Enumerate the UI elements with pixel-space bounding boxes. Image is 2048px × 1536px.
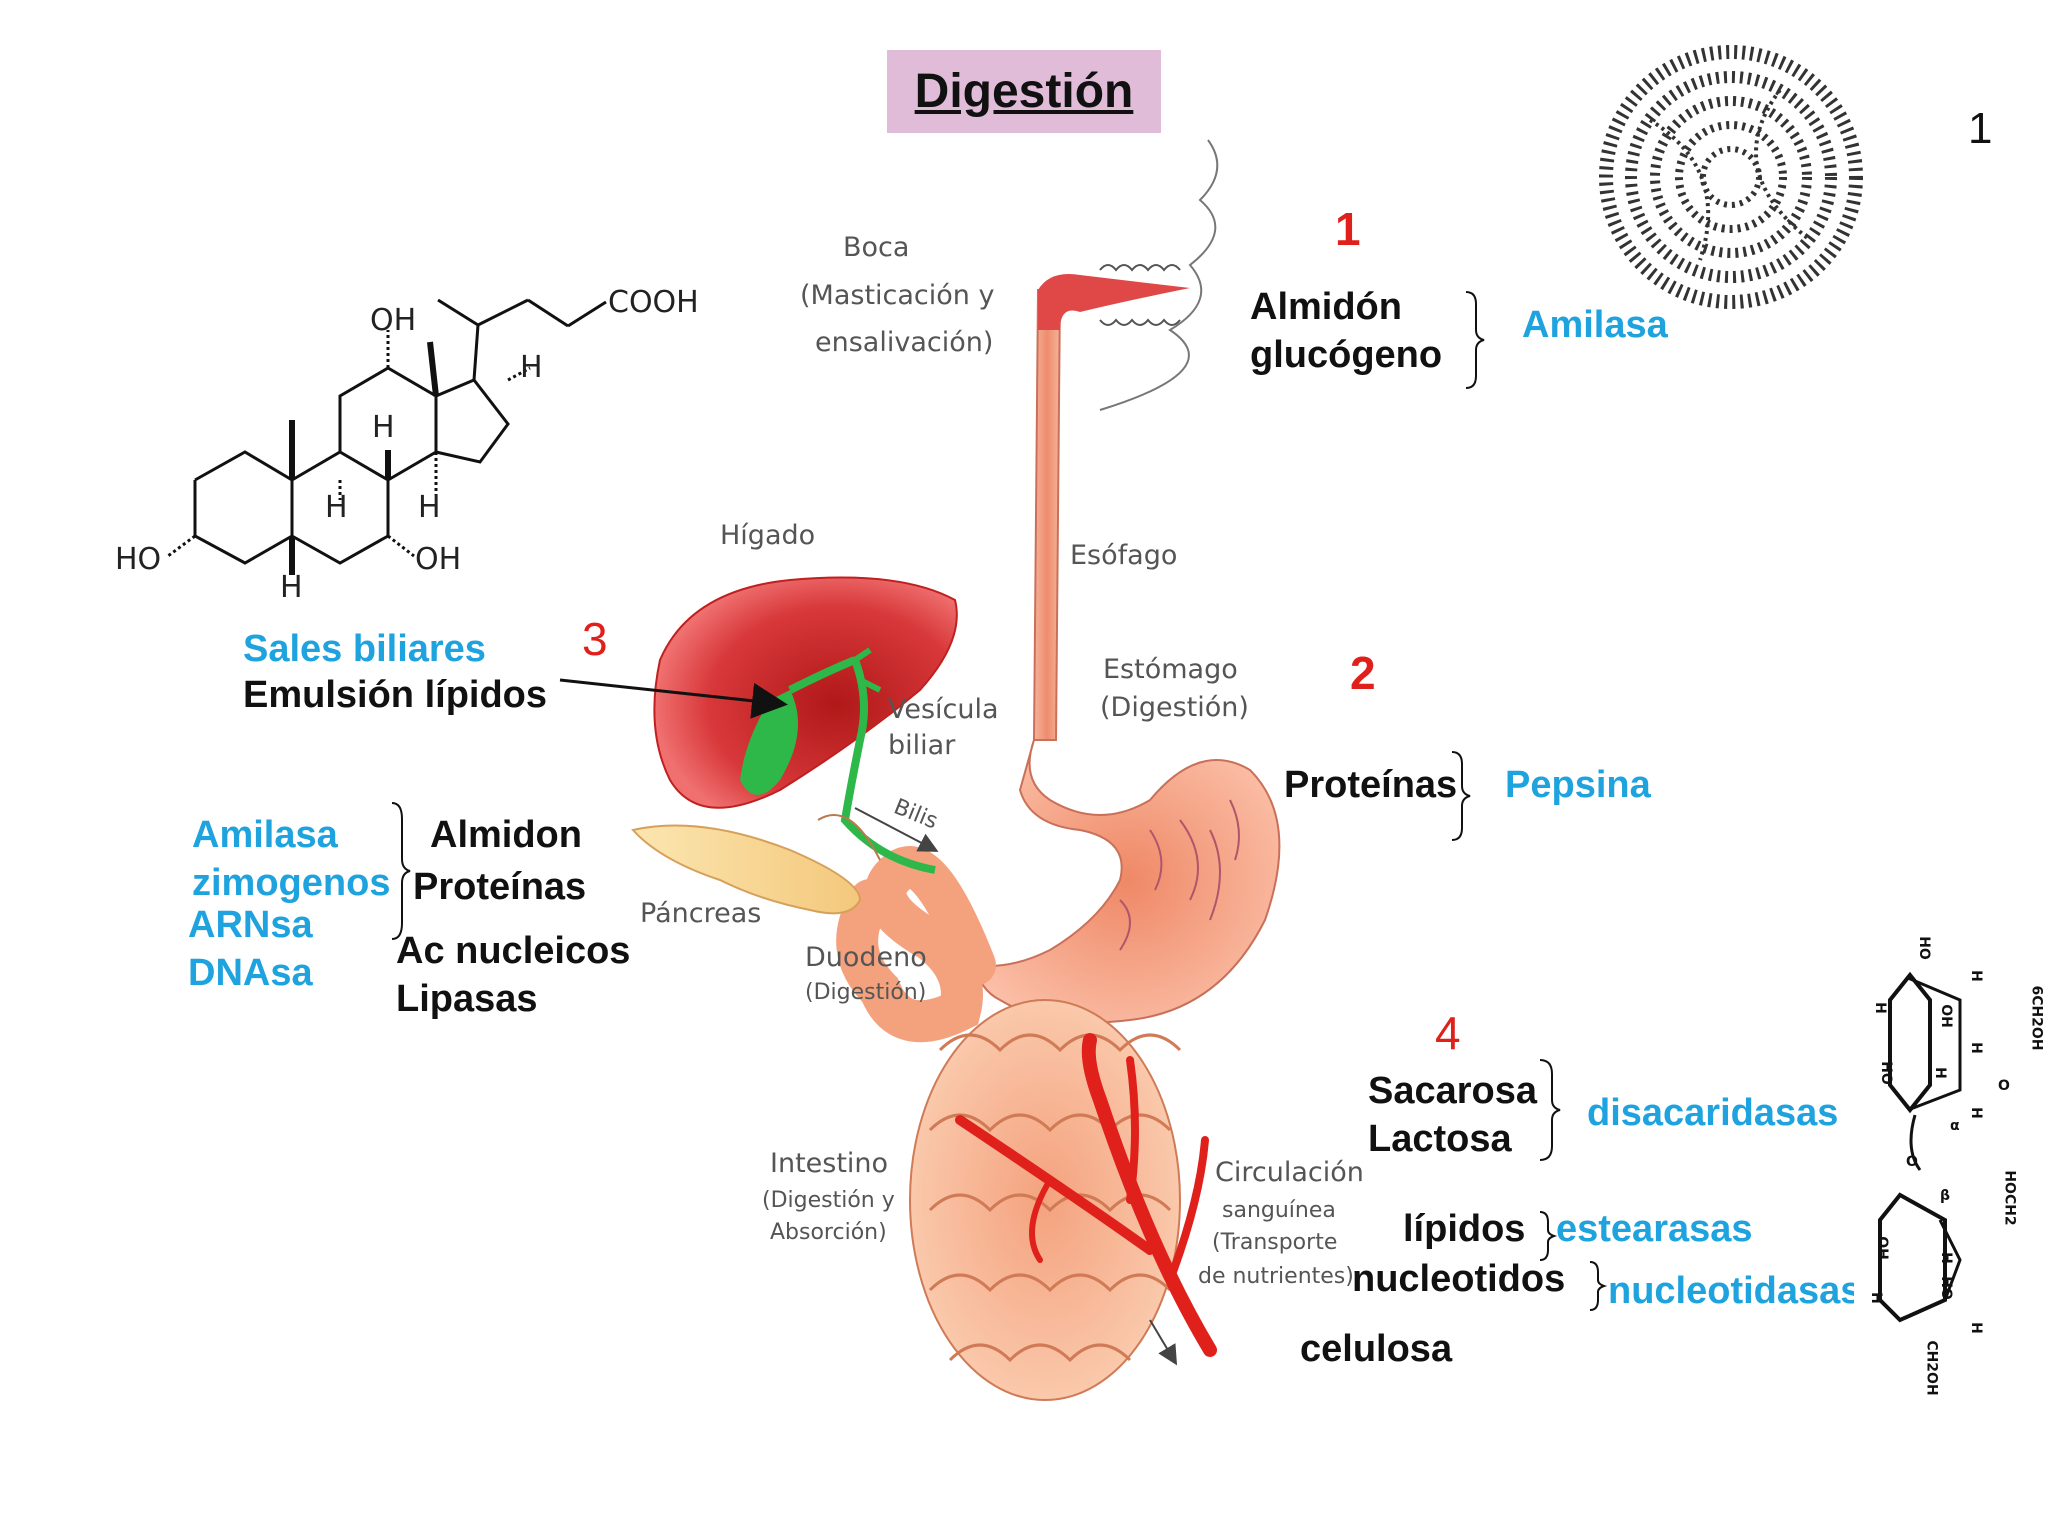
circulation-arrow [1149,1319,1178,1366]
pancreas-substrate-4: Lipasas [396,978,538,1020]
bile-acid-structure [167,298,607,575]
organ-label-vesicula-2: biliar [888,730,956,761]
step-1-substrate-2: glucógeno [1250,334,1443,376]
sucrose-label-oh2: OH [1873,1236,1890,1260]
brace-4 [1539,1059,1561,1161]
brace-3 [391,802,411,940]
bile-acid-label-h5: H [280,570,303,605]
sucrose-label-alpha: α [1950,1118,1960,1134]
pancreas-shape [631,824,862,915]
brace-6 [1589,1261,1608,1311]
pancreas-substrate-2: Proteínas [413,866,587,908]
blood-vessels-shape [955,1033,1217,1357]
organ-label-circulacion-4: de nutrientes) [1198,1264,1354,1289]
sucrose-label-ho2: HO [1877,1061,1894,1085]
pancreas-enzyme-4: DNAsa [188,952,313,994]
sucrose-label-h8: H [1937,1252,1954,1264]
bile-acid-label-oh-top: OH [370,303,417,338]
step-1-enzyme: Amilasa [1522,304,1668,346]
organ-label-boca-3: ensalivación) [815,327,994,358]
step-2-substrate: Proteínas [1284,764,1458,806]
step-4-nucleotide: nucleotidos [1352,1258,1566,1300]
pancreas-substrate-3: Ac nucleicos [396,930,631,972]
bile-acid-label-cooh: COOH [608,285,699,320]
sucrose-label-beta: β [1940,1188,1951,1204]
organ-label-duodeno-1: Duodeno [805,942,927,973]
step-4-sugar-1: Sacarosa [1368,1070,1538,1112]
bile-acid-label-oh-bottom: OH [415,542,462,577]
brace-1 [1465,291,1485,389]
stomach-folds [1119,799,1240,951]
sucrose-label-hoch2: HOCH2 [2001,1170,2018,1226]
organ-label-circulacion-2: sanguínea [1222,1198,1336,1223]
organ-label-esofago: Esófago [1070,540,1178,571]
bile-flow-arrow [854,807,939,852]
organ-label-estomago-2: (Digestión) [1100,692,1249,723]
step-4-sugar-enzyme: disacaridasas [1587,1092,1839,1134]
organ-label-higado: Hígado [720,520,816,551]
bile-acid-label-h4: H [418,490,441,525]
liver-shape [653,576,958,809]
sucrose-label-h1: H [1967,970,1984,982]
step-4-lipid-enzyme: estearasas [1556,1208,1753,1250]
sucrose-label-h6: H [1867,1292,1884,1304]
sucrose-label-h3: H [1967,1042,1984,1054]
organ-label-intestino-1: Intestino [770,1148,889,1179]
sucrose-label-ho1: HO [1915,936,1932,960]
sucrose-label-ho3: HO [1937,1276,1954,1300]
bile-salts-arrow [559,678,788,719]
page-title: Digestión [914,65,1134,118]
organ-label-intestino-2: (Digestión y [762,1188,895,1213]
step-3-function: Emulsión lípidos [243,674,548,716]
organ-label-circulacion-1: Circulación [1215,1157,1364,1188]
brace-5 [1539,1211,1558,1261]
bile-acid-label-ho: HO [115,542,162,577]
small-intestine-shape [909,999,1182,1401]
organ-label-estomago-1: Estómago [1103,654,1238,685]
step-1-number: 1 [1335,203,1361,255]
step-3-agent: Sales biliares [243,628,486,670]
step-4-nucleotide-enzyme: nucleotidasas [1608,1270,1854,1312]
sucrose-label-h4: H [1931,1067,1948,1079]
organ-label-circulacion-3: (Transporte [1212,1230,1338,1255]
step-2-number: 2 [1350,647,1376,699]
sucrose-label-ch2oh-top: 6CH2OH [2028,985,2045,1051]
step-4-lipid: lípidos [1403,1208,1526,1250]
sucrose-label-h2: H [1871,1002,1888,1014]
organ-label-vesicula-1: Vesícula [888,694,999,725]
brace-2 [1451,751,1471,841]
sucrose-label-h7: H [1967,1322,1984,1334]
bile-acid-label-h1: H [520,350,543,385]
organ-label-pancreas: Páncreas [640,898,762,929]
sucrose-label-ch2oh-bottom: CH2OH [1923,1340,1940,1396]
bile-acid-label-h3: H [325,490,348,525]
pancreas-substrate-1: Almidon [430,814,582,856]
esophagus-shape [1032,289,1062,741]
sucrose-label-oh1: OH [1937,1004,1954,1028]
step-3-number: 3 [582,613,608,665]
page-number: 1 [1968,104,1993,153]
step-2-enzyme: Pepsina [1505,764,1651,806]
organ-label-intestino-3: Absorción) [770,1220,887,1245]
organ-label-duodeno-2: (Digestión) [805,980,927,1005]
pancreas-enzyme-2: zimogenos [192,862,391,904]
glycogen-particle-icon [1599,45,1863,309]
step-4-sugar-2: Lactosa [1368,1118,1512,1160]
organ-label-boca-2: (Masticación y [800,280,995,311]
sucrose-label-o2: O [1906,1154,1918,1170]
sucrose-label-h5: H [1967,1107,1984,1119]
step-1-substrate-1: Almidón [1250,286,1402,328]
stomach-shape [973,739,1281,1024]
sucrose-label-o1: O [1998,1078,2010,1094]
sucrose-structure [1878,971,1962,1323]
step-4-number: 4 [1435,1007,1461,1059]
step-4-other: celulosa [1300,1328,1453,1370]
bile-acid-label-h2: H [372,410,395,445]
pancreas-enzyme-1: Amilasa [192,814,338,856]
mouth-shape [1038,139,1219,411]
title-box: Digestión [887,50,1161,133]
organ-label-boca-1: Boca [843,232,910,263]
pancreas-enzyme-3: ARNsa [188,904,313,946]
